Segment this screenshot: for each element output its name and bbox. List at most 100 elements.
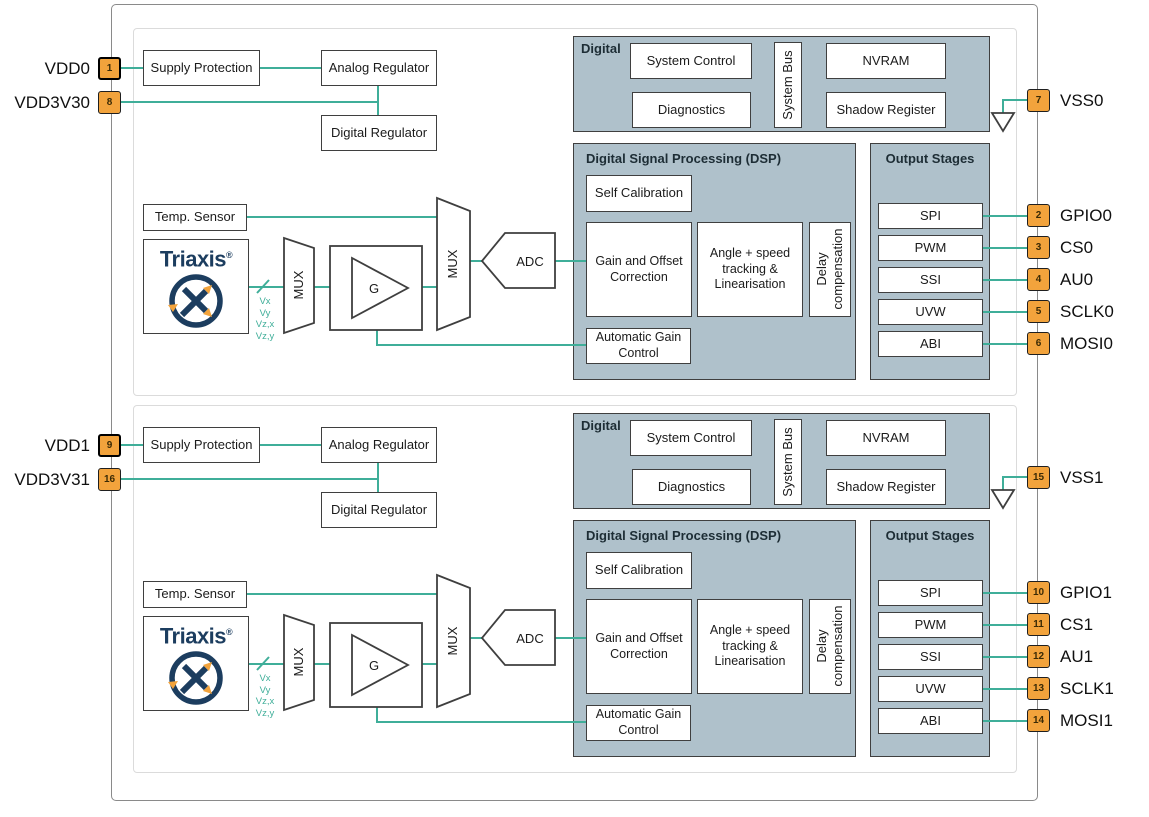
system-bus-block <box>774 419 802 505</box>
output-stage-abi: ABI <box>878 331 983 357</box>
uvw-label: UVW <box>915 680 946 696</box>
wiring-layer <box>120 67 1027 346</box>
pin-mosi: 6 <box>1027 332 1050 355</box>
ssi-label: SSI <box>920 271 941 287</box>
delay-compensation-label: Delay compensation <box>814 228 845 310</box>
delay-compensation-block <box>809 599 851 694</box>
signal-vx: Vx <box>259 673 271 684</box>
angle-speed-tracking-block: Angle + speed tracking & Linearisation <box>697 222 803 317</box>
pin-vdd: 9 <box>98 434 121 457</box>
signal-vzx: Vz,x <box>255 696 275 707</box>
system-control-block: System Control <box>630 43 752 79</box>
input-mux-label: MUX <box>291 647 307 677</box>
automatic-gain-control-label: Automatic Gain Control <box>595 330 682 360</box>
diagnostics-block: Diagnostics <box>632 92 751 128</box>
pin-vdd3v3: 16 <box>98 468 121 491</box>
nvram-block: NVRAM <box>826 43 946 79</box>
output-stage-abi: ABI <box>878 708 983 734</box>
system-bus-label: System Bus <box>780 50 796 120</box>
abi-label: ABI <box>920 335 941 351</box>
spi-label: SPI <box>920 584 941 600</box>
spi-label: SPI <box>920 207 941 223</box>
output-stages-title: Output Stages <box>885 151 975 166</box>
angle-speed-tracking-label: Angle + speed tracking & Linearisation <box>709 246 791 292</box>
delay-compensation-block <box>809 222 851 317</box>
sensor-signal-labels: Vx Vy Vz,x Vz,y <box>246 296 284 342</box>
gain-amplifier-label: G <box>368 280 380 296</box>
output-stage-pwm: PWM <box>878 235 983 261</box>
pin-sclk: 5 <box>1027 300 1050 323</box>
analog-regulator-label: Analog Regulator <box>328 436 430 452</box>
digital-regulator-label: Digital Regulator <box>330 501 428 517</box>
nvram-label: NVRAM <box>862 52 910 68</box>
pin-label-gpio: GPIO1 <box>1060 583 1112 602</box>
pin-label-vdd3v3: VDD3V31 <box>14 470 90 489</box>
signal-vx: Vx <box>259 296 271 307</box>
registered-mark: ® <box>226 250 233 260</box>
dsp-panel-title: Digital Signal Processing (DSP) <box>586 528 782 543</box>
pin-vss: 15 <box>1027 466 1050 489</box>
pin-label-vss: VSS1 <box>1060 468 1104 487</box>
triaxis-brand-label: Triaxis <box>159 246 227 272</box>
adc-mux-symbol <box>436 196 471 332</box>
supply-protection-block: Supply Protection <box>143 427 260 463</box>
digital-panel-title: Digital <box>581 418 621 433</box>
input-mux-symbol <box>283 236 315 335</box>
pin-label-gpio: GPIO0 <box>1060 206 1112 225</box>
shadow-register-label: Shadow Register <box>836 478 936 494</box>
pin-au: 12 <box>1027 645 1050 668</box>
output-stage-spi: SPI <box>878 203 983 229</box>
adc-label: ADC <box>516 253 544 269</box>
gain-amplifier-label: G <box>368 657 380 673</box>
digital-panel-title: Digital <box>581 41 621 56</box>
analog-regulator-label: Analog Regulator <box>328 59 430 75</box>
shadow-register-block: Shadow Register <box>826 469 946 505</box>
automatic-gain-control-label: Automatic Gain Control <box>595 707 682 737</box>
temp-sensor-label: Temp. Sensor <box>154 586 236 602</box>
pin-vdd: 1 <box>98 57 121 80</box>
diagnostics-block: Diagnostics <box>632 469 751 505</box>
pin-label-sclk: SCLK0 <box>1060 302 1114 321</box>
gain-offset-correction-block: Gain and Offset Correction <box>586 599 692 694</box>
supply-protection-label: Supply Protection <box>150 436 253 452</box>
registered-mark: ® <box>226 627 233 637</box>
adc-mux-label: MUX <box>445 249 461 279</box>
dsp-panel-title: Digital Signal Processing (DSP) <box>586 151 782 166</box>
triaxis-brand-label: Triaxis <box>159 623 227 649</box>
nvram-label: NVRAM <box>862 429 910 445</box>
input-mux-label: MUX <box>291 270 307 300</box>
pin-cs: 11 <box>1027 613 1050 636</box>
shadow-register-label: Shadow Register <box>836 101 936 117</box>
system-control-label: System Control <box>646 429 736 445</box>
pwm-label: PWM <box>914 239 947 255</box>
signal-vy: Vy <box>259 307 271 319</box>
gain-offset-correction-label: Gain and Offset Correction <box>595 630 683 661</box>
pin-label-vdd: VDD0 <box>44 59 90 78</box>
die-section: Supply Protection Analog Regulator Digit… <box>0 405 1149 774</box>
triaxis-logo-icon <box>168 274 223 329</box>
signal-vzx: Vz,x <box>255 319 275 330</box>
pwm-label: PWM <box>914 616 947 632</box>
adc-mux-symbol <box>436 573 471 709</box>
self-calibration-label: Self Calibration <box>594 562 684 578</box>
ssi-label: SSI <box>920 648 941 664</box>
pin-cs: 3 <box>1027 236 1050 259</box>
adc-mux-label: MUX <box>445 626 461 656</box>
triaxis-sensor-block: Triaxis® <box>143 239 249 334</box>
delay-compensation-label: Delay compensation <box>814 605 845 687</box>
pin-label-vdd: VDD1 <box>44 436 90 455</box>
adc-label: ADC <box>516 630 544 646</box>
shadow-register-block: Shadow Register <box>826 92 946 128</box>
pin-gpio: 2 <box>1027 204 1050 227</box>
pin-mosi: 14 <box>1027 709 1050 732</box>
temp-sensor-block: Temp. Sensor <box>143 204 247 231</box>
triaxis-sensor-block: Triaxis® <box>143 616 249 711</box>
adc-symbol <box>480 609 556 666</box>
gain-amplifier-triangle <box>351 633 410 697</box>
pin-label-vdd3v3: VDD3V30 <box>14 93 90 112</box>
self-calibration-label: Self Calibration <box>594 185 684 201</box>
triaxis-wordmark: Triaxis® <box>144 243 248 271</box>
pin-vdd3v3: 8 <box>98 91 121 114</box>
analog-regulator-block: Analog Regulator <box>321 50 437 86</box>
